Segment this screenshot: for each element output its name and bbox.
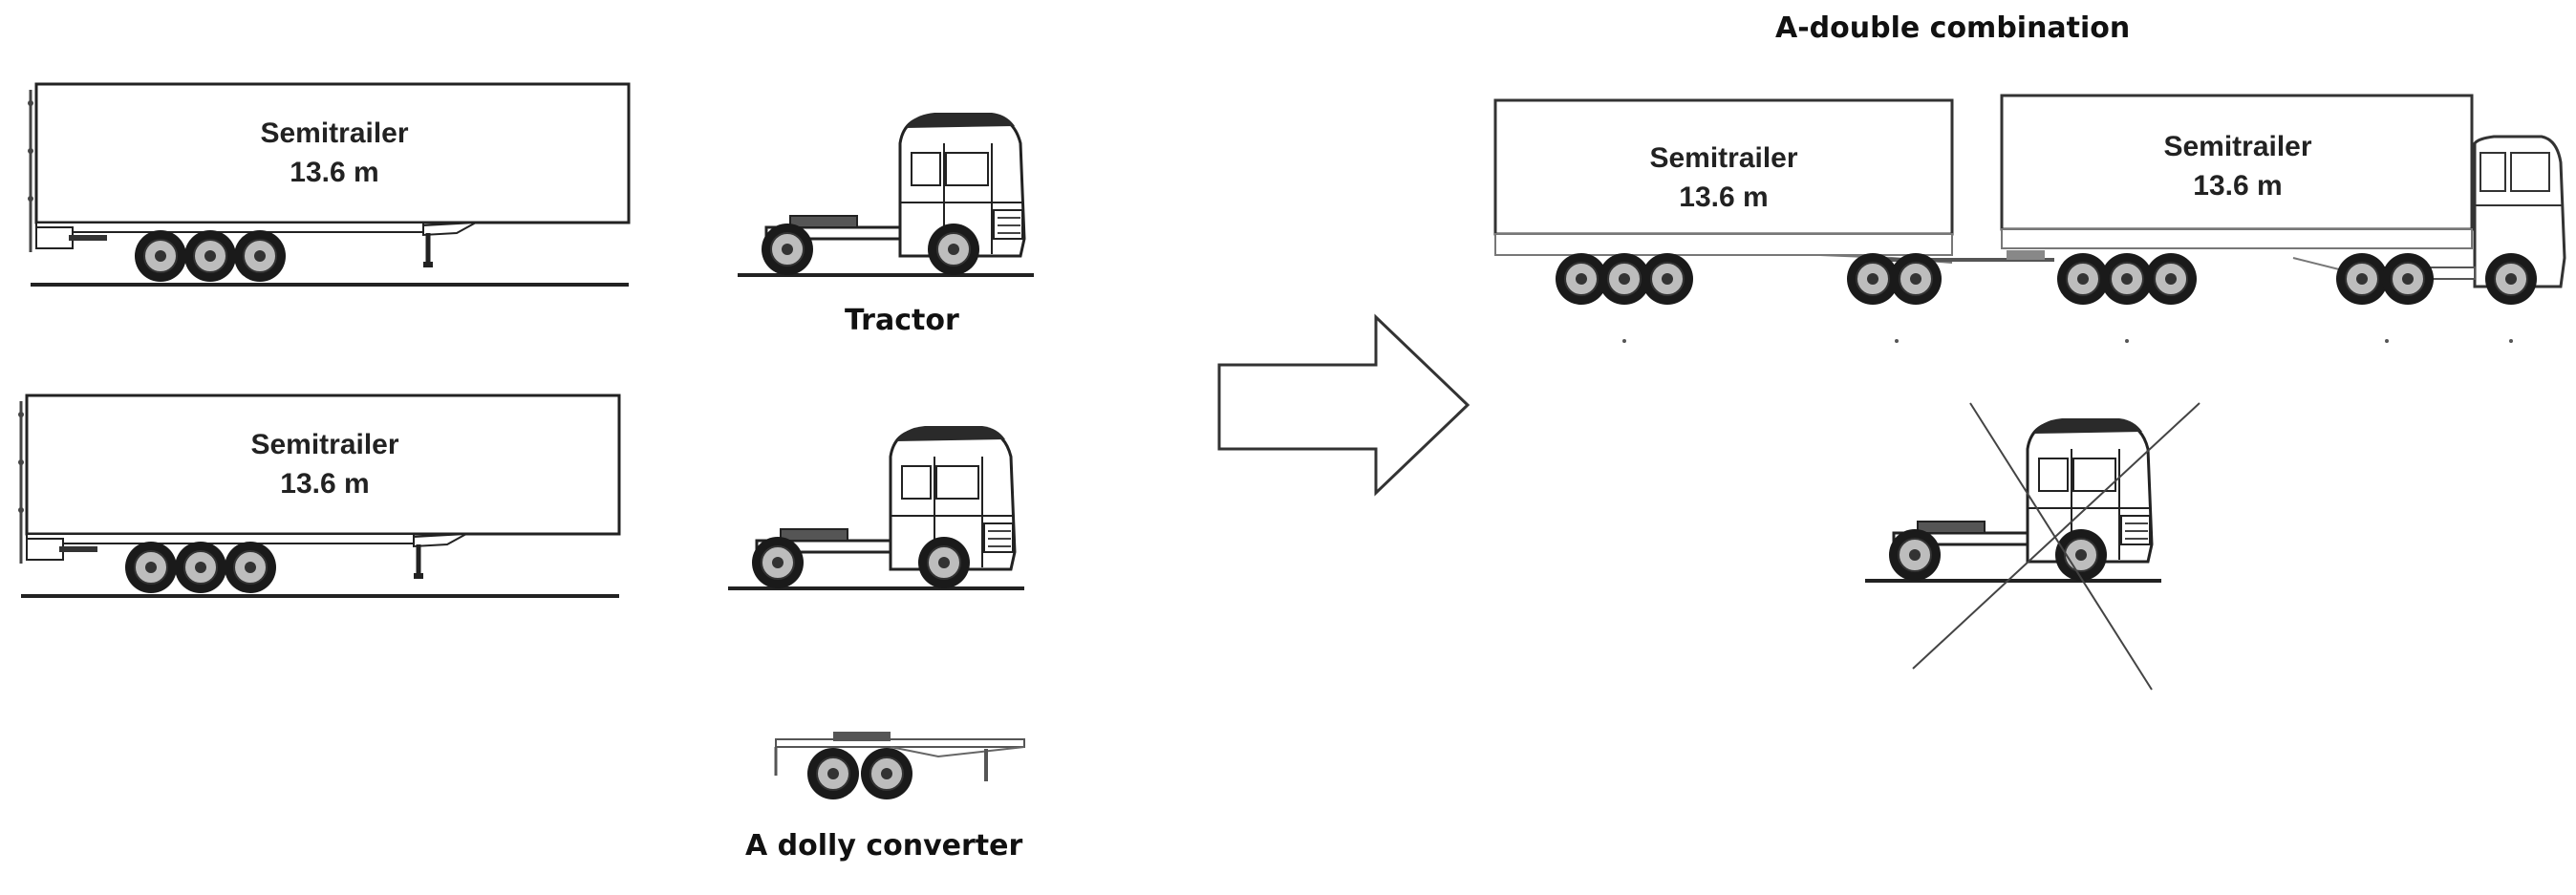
- figure-title: A-double combination: [1775, 11, 2131, 45]
- front-trailer-label: Semitrailer 13.6 m: [2123, 128, 2352, 205]
- semitrailer-2-name: Semitrailer: [250, 429, 399, 460]
- semitrailer-1-label: Semitrailer 13.6 m: [220, 115, 449, 192]
- a-double-combination-vehicle: [1493, 94, 2566, 343]
- rear-trailer-name: Semitrailer: [1649, 142, 1798, 174]
- arrow-right-icon: [1217, 313, 1470, 497]
- front-trailer-length: 13.6 m: [2193, 169, 2283, 202]
- dolly-converter-label: A dolly converter: [745, 829, 1023, 863]
- crossed-out-tractor: [1865, 402, 2200, 691]
- semitrailer-2-length: 13.6 m: [280, 467, 370, 500]
- cross-line-1: [1969, 402, 2153, 691]
- semitrailer-1-name: Semitrailer: [260, 117, 409, 149]
- dolly-converter: [776, 732, 1024, 799]
- tractor-label: Tractor: [845, 304, 959, 337]
- rear-trailer-length: 13.6 m: [1679, 181, 1769, 213]
- semitrailer-2-label: Semitrailer 13.6 m: [210, 426, 440, 503]
- tractor-2: [728, 426, 1024, 588]
- rear-trailer-label: Semitrailer 13.6 m: [1609, 139, 1838, 217]
- semitrailer-1-length: 13.6 m: [290, 156, 379, 188]
- front-trailer-name: Semitrailer: [2163, 131, 2312, 162]
- cross-line-2: [1912, 402, 2200, 670]
- tractor-1: [738, 113, 1034, 275]
